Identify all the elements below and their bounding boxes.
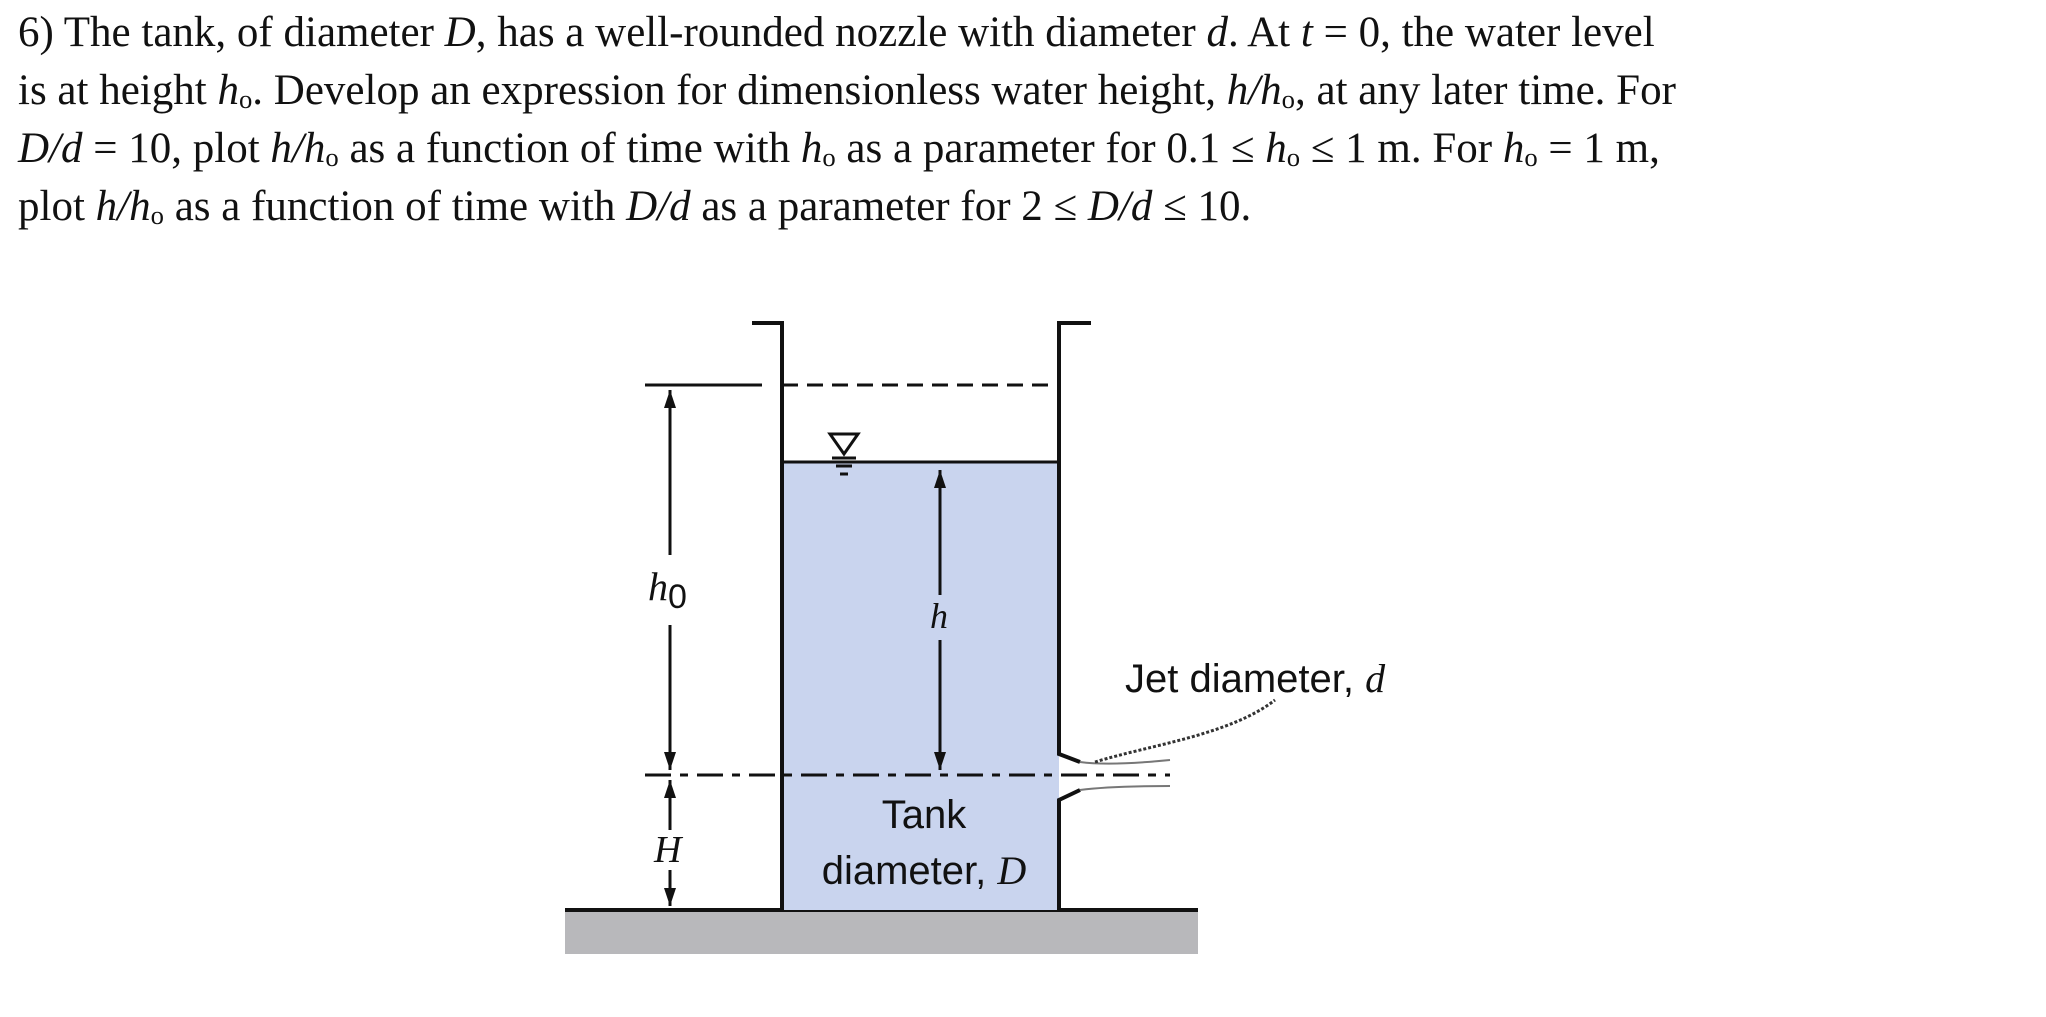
problem-text-segment: o <box>238 83 253 114</box>
problem-text-segment: as a function of time with <box>338 125 801 172</box>
problem-text-segment: as a parameter for 2 ≤ <box>690 183 1088 230</box>
tank-label-line1: Tank <box>882 793 967 837</box>
h0-arrow-bottom <box>664 752 676 770</box>
h-arrow-top <box>934 470 946 488</box>
problem-text-segment: h/h <box>1226 67 1282 114</box>
problem-text-segment: . Develop an expression for dimensionles… <box>252 67 1227 114</box>
H-label: H <box>653 829 684 871</box>
problem-text-segment: o <box>1281 83 1295 114</box>
problem-text-segment: h/h <box>95 183 151 230</box>
problem-text-segment: is at height <box>18 67 218 114</box>
problem-text-segment: o <box>1524 141 1538 172</box>
h-arrow-bottom <box>934 752 946 770</box>
tank-label-line2: diameter, D <box>822 848 1027 893</box>
problem-text-segment: = 10, plot <box>82 125 271 172</box>
problem-text-segment: o <box>325 141 339 172</box>
problem-line-1: 6) The tank, of diameter D, has a well-r… <box>18 4 2028 62</box>
water-fill <box>782 462 1059 910</box>
problem-text-segment: h <box>217 67 239 114</box>
problem-text-segment: = 0, the water level <box>1312 9 1655 56</box>
jet-stream <box>1079 759 1171 765</box>
problem-text-segment: d <box>1206 9 1228 56</box>
problem-statement: 6) The tank, of diameter D, has a well-r… <box>18 4 2028 236</box>
problem-text-segment: h <box>1265 125 1287 172</box>
problem-text-segment: D/d <box>1087 183 1153 230</box>
problem-text-segment: . At <box>1227 9 1301 56</box>
tank-right-wall-lower <box>1057 788 1081 910</box>
problem-line-2: is at height ho. Develop an expression f… <box>18 62 2028 120</box>
problem-text-segment: o <box>1286 141 1301 172</box>
problem-text-segment: ≤ 1 m. For <box>1300 125 1503 172</box>
problem-text-segment: o <box>822 141 836 172</box>
h0-label: h0 <box>648 564 687 616</box>
problem-text-segment: as a parameter for 0.1 ≤ <box>835 125 1266 172</box>
water-level-symbol <box>827 432 861 476</box>
h-label: h <box>930 596 948 636</box>
problem-text-segment: h <box>800 125 823 172</box>
problem-text-segment: , at any later time. For <box>1295 67 1676 114</box>
problem-text-segment: t <box>1300 9 1313 56</box>
problem-text-segment: o <box>150 199 164 230</box>
problem-text-segment: as a function of time with <box>163 183 627 230</box>
problem-text-segment: plot <box>18 183 96 230</box>
problem-line-4: plot h/ho as a function of time with D/d… <box>18 178 2028 236</box>
problem-text-segment: h <box>1502 125 1525 172</box>
jet-diameter-label: Jet diameter, d <box>1125 656 1386 701</box>
problem-text-segment: D/d <box>18 125 83 172</box>
tank-right-wall-upper <box>1057 321 1091 764</box>
h0-arrow-top <box>664 390 676 408</box>
problem-text-segment: D/d <box>626 183 691 230</box>
problem-text-segment: ≤ 10. <box>1152 183 1252 230</box>
tank-left-wall <box>752 321 784 910</box>
jet-stream-lower <box>1079 785 1171 791</box>
problem-text-segment: h/h <box>270 125 326 172</box>
problem-text-segment: 6) The tank, of diameter <box>18 9 445 56</box>
problem-text-segment: D <box>444 9 476 56</box>
H-arrow-bottom <box>664 888 676 906</box>
H-arrow-top <box>664 780 676 798</box>
jet-leader-line <box>1094 698 1276 764</box>
ground-base <box>565 912 1198 954</box>
problem-text-segment: = 1 m, <box>1537 125 1660 172</box>
problem-text-segment: , has a well-rounded nozzle with diamete… <box>475 9 1207 56</box>
problem-line-3: D/d = 10, plot h/ho as a function of tim… <box>18 120 2028 178</box>
